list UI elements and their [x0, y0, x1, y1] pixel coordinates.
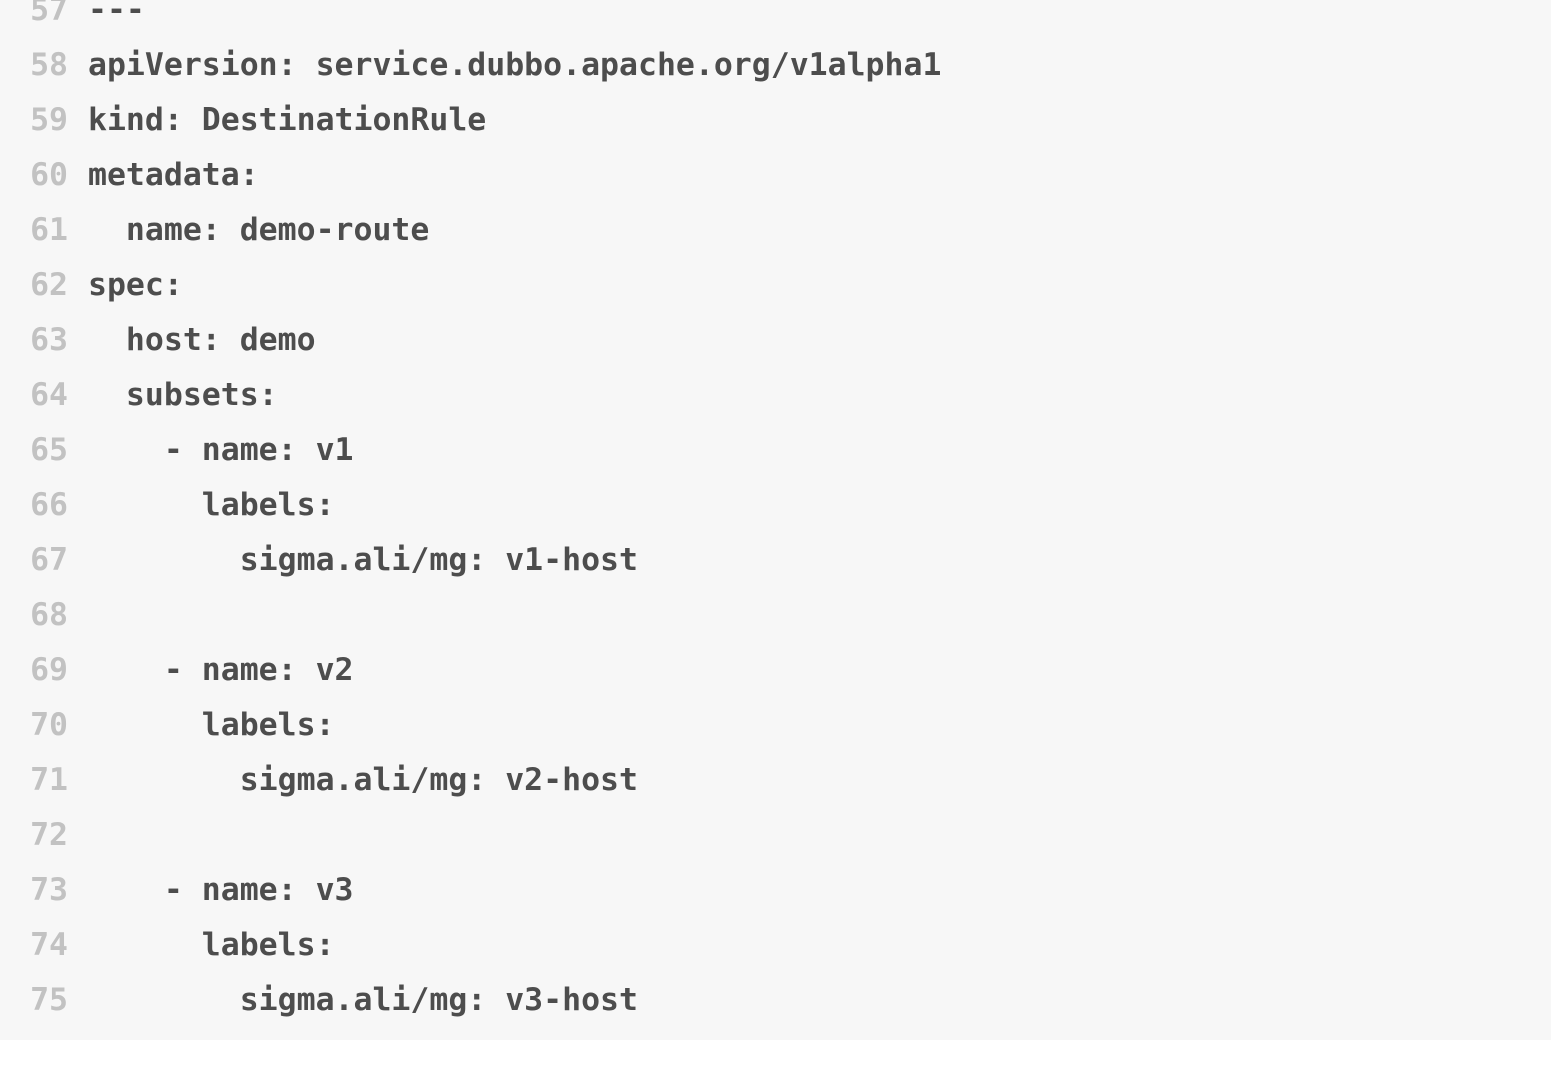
- bottom-whitespace-strip: [0, 1040, 1551, 1067]
- code-line: 69 - name: v2: [30, 643, 1551, 698]
- code-text: host: demo: [88, 322, 316, 358]
- code-line: 68: [30, 588, 1551, 643]
- code-text: - name: v3: [88, 872, 354, 908]
- line-number: 68: [30, 597, 68, 633]
- line-number: 62: [30, 267, 68, 303]
- line-number: 64: [30, 377, 68, 413]
- line-number: 57: [30, 0, 68, 28]
- code-text: metadata:: [88, 157, 259, 193]
- line-number: 60: [30, 157, 68, 193]
- line-number: 59: [30, 102, 68, 138]
- code-line: 58 apiVersion: service.dubbo.apache.org/v…: [30, 38, 1551, 93]
- line-number: 74: [30, 927, 68, 963]
- code-line: 73 - name: v3: [30, 863, 1551, 918]
- code-text: labels:: [88, 487, 335, 523]
- line-number: 70: [30, 707, 68, 743]
- code-line: 63 host: demo: [30, 313, 1551, 368]
- line-number: 72: [30, 817, 68, 853]
- code-line: 62 spec:: [30, 258, 1551, 313]
- line-number: 67: [30, 542, 68, 578]
- code-line: 72: [30, 808, 1551, 863]
- code-text: labels:: [88, 927, 335, 963]
- code-line: 75 sigma.ali/mg: v3-host: [30, 973, 1551, 1028]
- code-line: 70 labels:: [30, 698, 1551, 753]
- code-line: 64 subsets:: [30, 368, 1551, 423]
- line-number: 71: [30, 762, 68, 798]
- code-line: 57 ---: [30, 0, 1551, 38]
- code-text: name: demo-route: [88, 212, 430, 248]
- code-line: 59 kind: DestinationRule: [30, 93, 1551, 148]
- code-text: subsets:: [88, 377, 278, 413]
- line-number: 63: [30, 322, 68, 358]
- code-text: sigma.ali/mg: v3-host: [88, 982, 638, 1018]
- line-number: 58: [30, 47, 68, 83]
- code-text: sigma.ali/mg: v1-host: [88, 542, 638, 578]
- line-number: 66: [30, 487, 68, 523]
- code-lines-container: 57 --- 58 apiVersion: service.dubbo.apache.…: [30, 0, 1551, 1028]
- code-line: 71 sigma.ali/mg: v2-host: [30, 753, 1551, 808]
- line-number: 75: [30, 982, 68, 1018]
- code-text: kind: DestinationRule: [88, 102, 487, 138]
- code-text: ---: [88, 0, 145, 28]
- code-line: 67 sigma.ali/mg: v1-host: [30, 533, 1551, 588]
- code-line: 74 labels:: [30, 918, 1551, 973]
- code-line: 60 metadata:: [30, 148, 1551, 203]
- code-text: - name: v1: [88, 432, 354, 468]
- code-viewer: 57 --- 58 apiVersion: service.dubbo.apache.…: [30, 0, 1551, 1028]
- line-number: 69: [30, 652, 68, 688]
- code-line: 66 labels:: [30, 478, 1551, 533]
- code-text: - name: v2: [88, 652, 354, 688]
- code-text: spec:: [88, 267, 183, 303]
- code-text: sigma.ali/mg: v2-host: [88, 762, 638, 798]
- line-number: 61: [30, 212, 68, 248]
- line-number: 65: [30, 432, 68, 468]
- line-number: 73: [30, 872, 68, 908]
- code-line: 65 - name: v1: [30, 423, 1551, 478]
- code-text: apiVersion: service.dubbo.apache.org/v1a…: [88, 47, 942, 83]
- code-line: 61 name: demo-route: [30, 203, 1551, 258]
- code-text: labels:: [88, 707, 335, 743]
